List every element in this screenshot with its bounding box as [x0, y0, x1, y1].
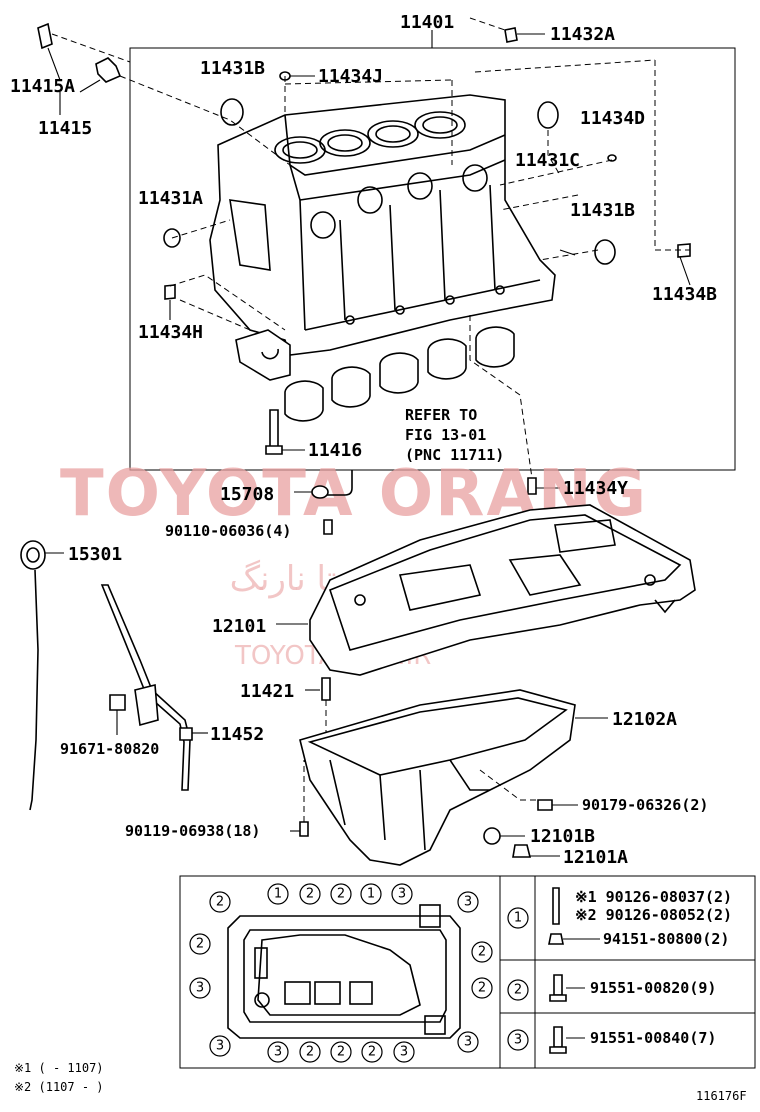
oil-tube-15708	[294, 470, 353, 535]
dipstick-guide-11452	[100, 584, 208, 791]
panel-markers: 2 1 2 2 1 3 3 2 3 3 2 2 3 3 2 2 2 3	[189, 883, 493, 1063]
callout-15708: 15708	[220, 484, 274, 505]
svg-text:2: 2	[306, 1045, 314, 1060]
marker-top-2: 1	[267, 883, 289, 905]
marker-left-2: 3	[189, 977, 211, 999]
dipstick-15301	[20, 540, 64, 811]
svg-text:3: 3	[274, 1045, 282, 1060]
marker-top-1: 2	[209, 891, 231, 913]
crank-bearings	[235, 326, 515, 422]
figure-id: 116176F	[696, 1089, 747, 1103]
svg-text:3: 3	[400, 1045, 408, 1060]
marker-left-3: 3	[209, 1035, 231, 1057]
svg-text:1: 1	[367, 887, 375, 902]
footnote-2: ※2 (1107 - )	[14, 1080, 104, 1094]
callout-90179: 90179-06326(2)	[582, 796, 708, 814]
callout-11432A: 11432A	[550, 24, 615, 45]
svg-text:1: 1	[514, 911, 522, 926]
svg-text:2: 2	[337, 1045, 345, 1060]
svg-text:2: 2	[514, 983, 522, 998]
footnote-1: ※1 ( - 1107)	[14, 1061, 104, 1075]
marker-top-4: 2	[330, 883, 352, 905]
svg-text:3: 3	[464, 895, 472, 910]
callout-11434H: 11434H	[138, 322, 203, 343]
svg-text:2: 2	[216, 895, 224, 910]
engine-block-frame	[129, 30, 736, 471]
refer-to-line2: FIG 13-01	[405, 426, 486, 444]
callout-11416: 11416	[308, 440, 362, 461]
svg-text:2: 2	[368, 1045, 376, 1060]
callout-12101A: 12101A	[563, 847, 628, 868]
reference-lines-top	[51, 17, 690, 479]
legend-panel	[179, 875, 756, 1069]
marker-left-1: 2	[189, 933, 211, 955]
svg-text:2: 2	[337, 887, 345, 902]
refer-to-line3: (PNC 11711)	[405, 446, 504, 464]
callout-11431B-right: 11431B	[570, 200, 635, 221]
callout-91671: 91671-80820	[60, 740, 159, 758]
svg-text:2: 2	[478, 981, 486, 996]
callout-11431A: 11431A	[138, 188, 203, 209]
marker-right-3: 3	[457, 1031, 479, 1053]
legend-2-item-1: 91551-00820(9)	[590, 979, 716, 997]
callout-12102A: 12102A	[612, 709, 677, 730]
oil-pan-upper	[276, 504, 696, 676]
svg-text:3: 3	[464, 1035, 472, 1050]
marker-bottom-4: 2	[361, 1041, 383, 1063]
leader-lines-top	[47, 33, 691, 489]
svg-text:3: 3	[216, 1039, 224, 1054]
marker-top-6: 3	[391, 883, 413, 905]
callout-11434J: 11434J	[318, 66, 383, 87]
legend-1-item-3: 94151-80800(2)	[603, 930, 729, 948]
refer-to-line1: REFER TO	[405, 406, 477, 424]
svg-text:2: 2	[306, 887, 314, 902]
callout-11434D: 11434D	[580, 108, 645, 129]
callout-90119: 90119-06938(18)	[125, 822, 260, 840]
marker-top-7: 3	[457, 891, 479, 913]
callout-11431C: 11431C	[515, 150, 580, 171]
callout-11421: 11421	[240, 681, 294, 702]
marker-right-1: 2	[471, 941, 493, 963]
svg-text:3: 3	[196, 981, 204, 996]
oil-pan-lower	[299, 689, 608, 866]
callout-12101B: 12101B	[530, 826, 595, 847]
svg-text:1: 1	[274, 887, 282, 902]
callout-11431B-top: 11431B	[200, 58, 265, 79]
legend-row-1: 1 ※1 90126-08037(2) ※2 90126-08052(2) 94…	[507, 887, 732, 948]
cylinder-block	[209, 94, 556, 356]
marker-bottom-5: 3	[393, 1041, 415, 1063]
marker-top-5: 1	[360, 883, 382, 905]
marker-bottom-2: 2	[299, 1041, 321, 1063]
drain-parts	[290, 760, 578, 858]
marker-right-2: 2	[471, 977, 493, 999]
marker-top-3: 2	[299, 883, 321, 905]
marker-bottom-1: 3	[267, 1041, 289, 1063]
legend-row-3: 3 91551-00840(7)	[507, 1026, 716, 1054]
marker-bottom-3: 2	[330, 1041, 352, 1063]
footnotes: ※1 ( - 1107) ※2 (1107 - ) 116176F	[14, 1061, 747, 1103]
svg-text:2: 2	[196, 937, 204, 952]
legend-1-item-1: ※1 90126-08037(2)	[575, 888, 732, 906]
callout-11434B: 11434B	[652, 284, 717, 305]
callout-90110: 90110-06036(4)	[165, 522, 291, 540]
legend-1-item-2: ※2 90126-08052(2)	[575, 906, 732, 924]
callout-11401: 11401	[400, 12, 454, 33]
legend-row-2: 2 91551-00820(9)	[507, 974, 716, 1002]
callout-11415A: 11415A	[10, 76, 75, 97]
callout-11452: 11452	[210, 724, 264, 745]
svg-text:3: 3	[514, 1033, 522, 1048]
callout-labels: 11401 11432A 11415A 11415 11431B 11434J …	[10, 12, 717, 868]
callout-15301: 15301	[68, 544, 122, 565]
svg-text:2: 2	[478, 945, 486, 960]
legend-3-item-1: 91551-00840(7)	[590, 1029, 716, 1047]
svg-text:3: 3	[398, 887, 406, 902]
callout-11415: 11415	[38, 118, 92, 139]
callout-11434Y: 11434Y	[563, 478, 628, 499]
callout-12101: 12101	[212, 616, 266, 637]
